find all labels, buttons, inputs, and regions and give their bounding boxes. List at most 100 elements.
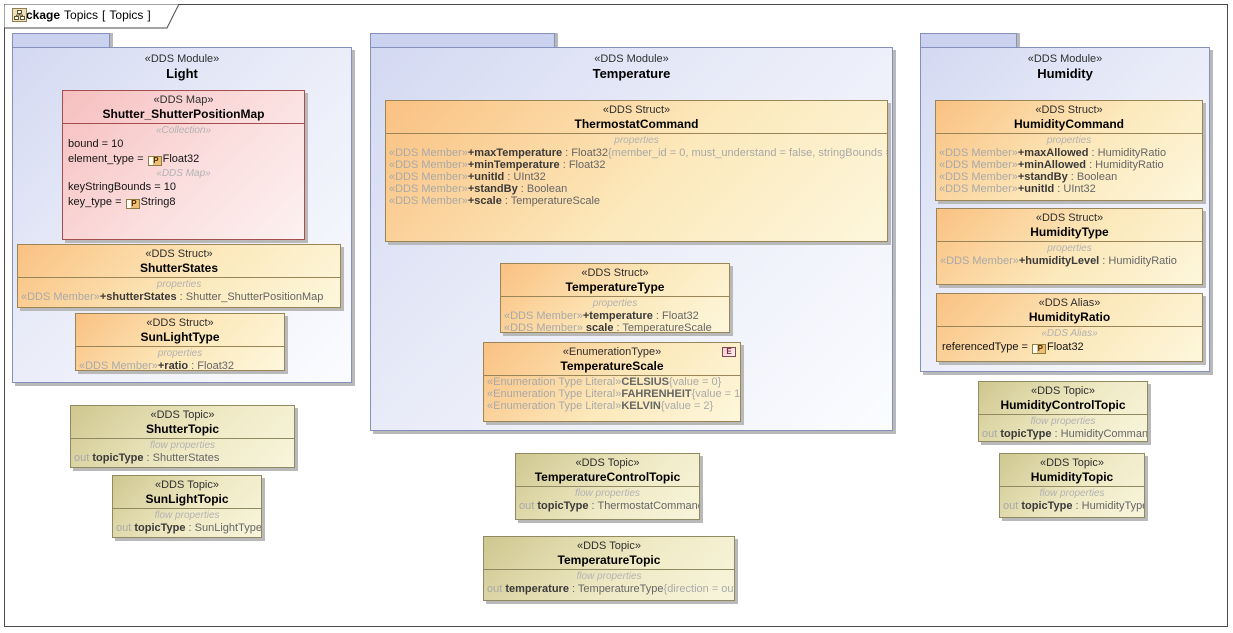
compartment-separator (937, 326, 1202, 327)
class-name: HumidityTopic (1030, 470, 1114, 484)
stereotype-label: «DDS Topic» (1031, 385, 1095, 397)
compartment-separator (386, 133, 887, 134)
sunlighttype-box[interactable]: «DDS Struct» SunLightType properties «DD… (75, 313, 285, 371)
section-label: properties (614, 135, 659, 146)
member-line: «DDS Member»+ratio : Float32 (79, 360, 234, 371)
element-type-pre: element_type = (68, 153, 147, 165)
topic-header: «DDS Topic» ShutterTopic (71, 406, 294, 438)
stereotype-label: «DDS Module» (594, 53, 669, 65)
primitive-type-icon: P (125, 199, 140, 209)
temperature-package-header: «DDS Module» Temperature (371, 48, 892, 81)
member-line: out topicType : ShutterStates (74, 452, 220, 464)
struct-header: «DDS Struct» SunLightType (76, 314, 284, 346)
literal-line: «Enumeration Type Literal»FAHRENHEIT{val… (487, 388, 741, 400)
humiditytopic-box[interactable]: «DDS Topic» HumidityTopic flow propertie… (999, 453, 1145, 518)
class-name: ShutterStates (139, 261, 219, 275)
compartment-separator (71, 438, 294, 439)
class-name: HumidityType (1030, 225, 1109, 239)
member-line: out topicType : HumidityCommand (982, 428, 1148, 440)
compartment-separator (18, 277, 340, 278)
topic-header: «DDS Topic» SunLightTopic (113, 476, 261, 508)
light-package-header: «DDS Module» Light (13, 48, 351, 81)
temperaturetype-box[interactable]: «DDS Struct» TemperatureType properties … (500, 263, 730, 333)
light-package-tab[interactable] (12, 33, 110, 47)
humiditycontroltopic-box[interactable]: «DDS Topic» HumidityControlTopic flow pr… (978, 381, 1148, 442)
section-label: properties (1046, 135, 1092, 146)
diagram-tab[interactable]: package Topics [ Topics ] (4, 4, 180, 29)
diagram-context-name: Topics (64, 8, 99, 22)
member-line: «DDS Member»+maxAllowed : HumidityRatio (939, 147, 1167, 159)
temperaturetopic-box[interactable]: «DDS Topic» TemperatureTopic flow proper… (483, 536, 735, 601)
dds-map-label: «DDS Map» (156, 168, 211, 179)
member-line: out topicType : SunLightType (116, 522, 262, 534)
referenced-type-pre: referencedType = (942, 341, 1031, 353)
section-label: flow properties (149, 440, 216, 451)
struct-header: «DDS Struct» ShutterStates (18, 245, 340, 277)
class-name: TemperatureScale (560, 359, 664, 373)
section-label: properties (1047, 243, 1092, 254)
topic-header: «DDS Topic» HumidityTopic (1000, 454, 1144, 486)
alias-label: «DDS Alias» (1041, 328, 1098, 339)
thermostatcommand-box[interactable]: «DDS Struct» ThermostatCommand propertie… (385, 100, 888, 242)
sunlighttopic-box[interactable]: «DDS Topic» SunLightTopic flow propertie… (112, 475, 262, 538)
section-label: properties (156, 279, 202, 290)
shuttertopic-box[interactable]: «DDS Topic» ShutterTopic flow properties… (70, 405, 295, 468)
stereotype-label: «DDS Struct» (145, 248, 213, 260)
referenced-type-value: Float32 (1046, 341, 1084, 353)
section-label: flow properties (1039, 488, 1105, 499)
stereotype-label: «DDS Topic» (150, 409, 215, 421)
section-label: properties (157, 348, 203, 359)
stereotype-label: «DDS Struct» (602, 104, 671, 116)
compartment-separator (484, 375, 740, 376)
member-line: out topicType : HumidityType (1003, 500, 1145, 512)
temperature-package-tab[interactable] (370, 33, 555, 47)
compartment-separator (113, 508, 261, 509)
stereotype-label: «DDS Struct» (146, 317, 214, 329)
stereotype-label: «DDS Topic» (575, 457, 640, 469)
struct-header: «DDS Struct» ThermostatCommand (386, 101, 887, 133)
class-name: TemperatureControlTopic (534, 470, 681, 484)
literal-line: «Enumeration Type Literal»KELVIN{value =… (487, 400, 714, 412)
key-bounds-line: keyStringBounds = 10 (68, 181, 176, 193)
class-name: ShutterTopic (145, 422, 220, 436)
temperaturescale-box[interactable]: «EnumerationType» TemperatureScale E «En… (483, 342, 741, 422)
compartment-separator (979, 414, 1147, 415)
key-type-pre: key_type = (68, 196, 125, 208)
diagram-tab-label: package Topics [ Topics ] (12, 8, 151, 22)
member-line: out topicType : ThermostatCommand (519, 500, 700, 512)
section-label: properties (592, 298, 638, 309)
member-line: «DDS Member»+humidityLevel : HumidityRat… (940, 255, 1177, 267)
stereotype-label: «EnumerationType» (562, 346, 662, 358)
bracket-open: [ (102, 8, 106, 22)
member-line: «DDS Member»+scale : TemperatureScale (389, 195, 601, 207)
humidity-package-header: «DDS Module» Humidity (921, 48, 1209, 81)
shutterstates-box[interactable]: «DDS Struct» ShutterStates properties «D… (17, 244, 341, 308)
member-line: «DDS Member»+standBy : Boolean (389, 183, 568, 195)
stereotype-label: «DDS Topic» (577, 540, 641, 552)
class-name: Shutter_ShutterPositionMap (102, 107, 265, 121)
package-name: Temperature (592, 66, 671, 81)
humidity-package-tab[interactable] (920, 33, 1017, 47)
shutter-positionmap-box[interactable]: «DDS Map» Shutter_ShutterPositionMap «Co… (62, 90, 305, 240)
humidityratio-box[interactable]: «DDS Alias» HumidityRatio «DDS Alias» re… (936, 293, 1203, 362)
member-line: «DDS Member»+minAllowed : HumidityRatio (939, 159, 1164, 171)
section-label: flow properties (154, 510, 220, 521)
class-name: TemperatureType (565, 280, 665, 294)
stereotype-label: «DDS Module» (1027, 53, 1103, 65)
humiditycommand-box[interactable]: «DDS Struct» HumidityCommand properties … (935, 100, 1203, 201)
member-line: «DDS Member»+maxTemperature : Float32{me… (389, 147, 888, 159)
enumeration-icon: E (722, 347, 736, 357)
member-line: «DDS Member»+shutterStates : Shutter_Shu… (21, 291, 324, 303)
temperaturecontroltopic-box[interactable]: «DDS Topic» TemperatureControlTopic flow… (515, 453, 700, 520)
topic-header: «DDS Topic» TemperatureTopic (484, 537, 734, 569)
compartment-separator (516, 486, 699, 487)
class-name: SunLightType (140, 330, 220, 344)
humiditytype-box[interactable]: «DDS Struct» HumidityType properties «DD… (936, 208, 1203, 285)
section-label: flow properties (576, 571, 642, 582)
enum-header: «EnumerationType» TemperatureScale E (484, 343, 740, 375)
stereotype-label: «DDS Struct» (581, 267, 649, 279)
